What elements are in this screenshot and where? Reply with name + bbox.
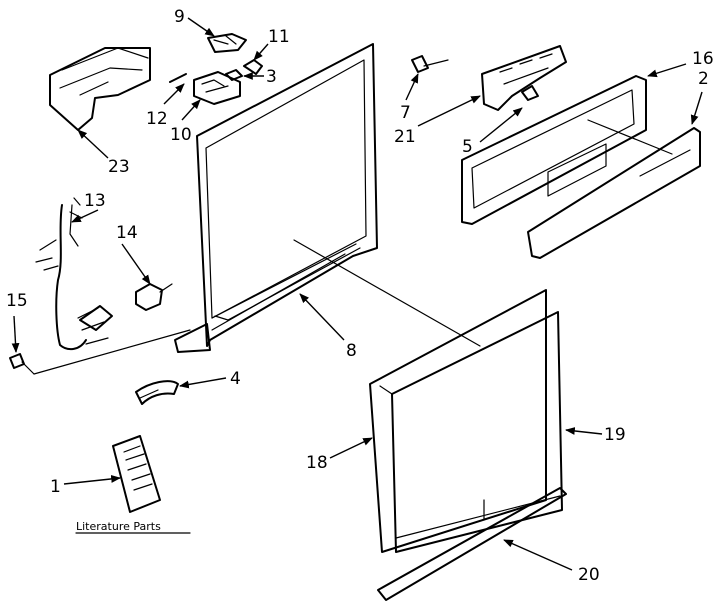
leader-18 xyxy=(329,437,373,459)
part-14-switch xyxy=(135,283,173,311)
leader-5 xyxy=(479,107,523,143)
callout-16: 16 xyxy=(692,49,714,69)
leader-10 xyxy=(181,99,201,121)
part-12-rod xyxy=(169,73,187,83)
callout-15: 15 xyxy=(6,291,28,311)
part-4-hinge-clip xyxy=(135,380,179,405)
leader-14 xyxy=(121,243,151,285)
callout-5: 5 xyxy=(462,137,473,157)
callout-3: 3 xyxy=(266,67,277,87)
callout-18: 18 xyxy=(306,453,328,473)
callout-9: 9 xyxy=(174,7,185,27)
callout-8: 8 xyxy=(346,341,357,361)
callout-4: 4 xyxy=(230,369,241,389)
callout-7: 7 xyxy=(400,103,411,123)
leader-13 xyxy=(71,209,99,223)
leader-2 xyxy=(690,91,703,125)
part-2-faceplate xyxy=(527,127,701,259)
leader-8 xyxy=(299,293,345,341)
literature-parts-caption: Literature Parts xyxy=(76,520,161,533)
leader-9 xyxy=(187,17,215,37)
part-11-clip xyxy=(243,59,263,75)
leader-19 xyxy=(565,427,603,435)
part-9-latch-top xyxy=(207,33,247,53)
leader-20 xyxy=(503,539,573,571)
part-21-control-module xyxy=(481,45,567,111)
part-19-door-panel xyxy=(379,311,563,553)
leader-15 xyxy=(11,315,20,353)
callout-12: 12 xyxy=(146,109,168,129)
part-15-screw xyxy=(9,353,35,375)
assembly-line-console xyxy=(587,119,673,155)
part-1-literature-booklet xyxy=(112,435,161,513)
callout-1: 1 xyxy=(50,477,61,497)
callout-2: 2 xyxy=(698,69,709,89)
part-18-outer-door-panel xyxy=(369,289,547,553)
leader-12 xyxy=(163,83,185,105)
part-5-selector xyxy=(521,85,539,101)
leader-23 xyxy=(77,129,109,159)
leader-4 xyxy=(179,377,227,389)
callout-23: 23 xyxy=(108,157,130,177)
leader-11 xyxy=(253,43,269,61)
leader-1 xyxy=(63,475,121,485)
assembly-line-harness xyxy=(33,329,191,375)
part-16-console-panel xyxy=(461,75,647,225)
part-23-bracket xyxy=(49,47,151,131)
callout-20: 20 xyxy=(578,565,600,585)
callout-13: 13 xyxy=(84,191,106,211)
assembly-line-door xyxy=(293,239,481,347)
callout-14: 14 xyxy=(116,223,138,243)
part-7-screw xyxy=(411,55,449,73)
leader-21 xyxy=(417,95,481,127)
callout-19: 19 xyxy=(604,425,626,445)
part-20-bottom-trim xyxy=(377,487,567,601)
callout-11: 11 xyxy=(268,27,290,47)
part-10-latch-body xyxy=(193,71,241,105)
leader-7 xyxy=(405,73,419,101)
callout-21: 21 xyxy=(394,127,416,147)
part-8-inner-door-frame xyxy=(174,43,378,353)
leader-16 xyxy=(647,63,687,78)
callout-10: 10 xyxy=(170,125,192,145)
